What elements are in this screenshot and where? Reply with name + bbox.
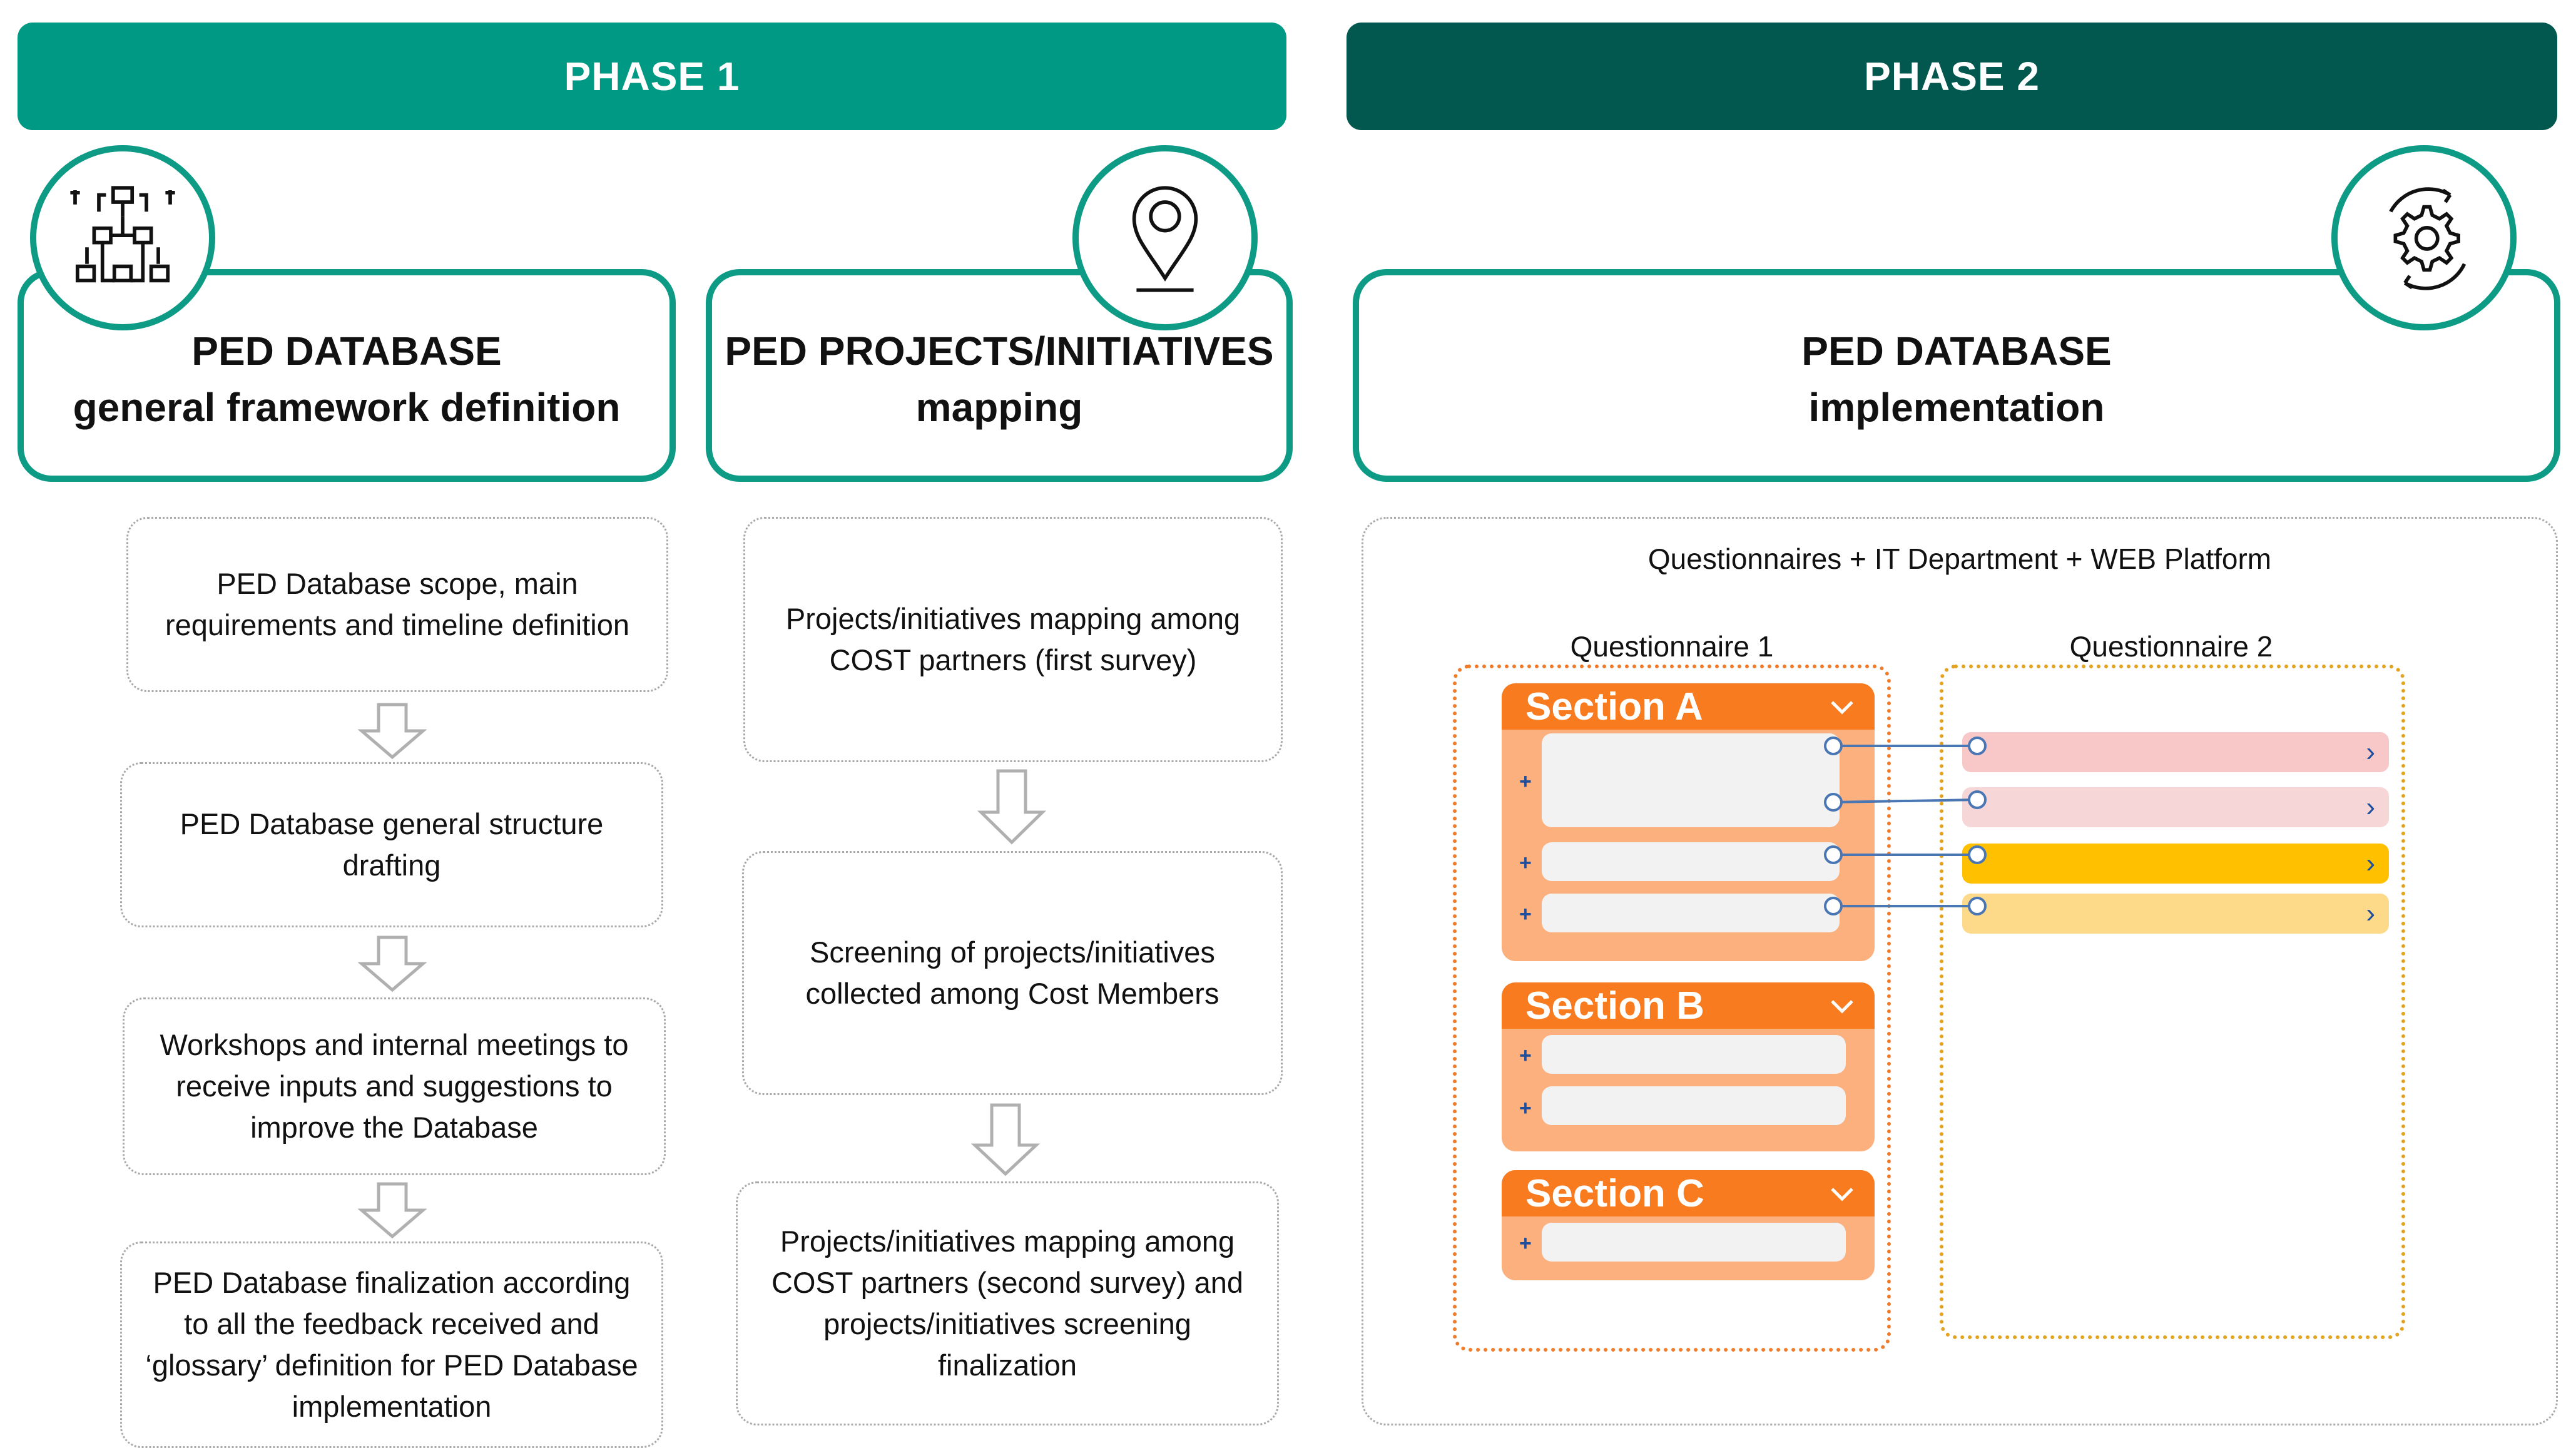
framework-header-line1: PED DATABASE bbox=[191, 329, 502, 374]
q2-bar-2[interactable]: › bbox=[1962, 787, 2389, 827]
gear-refresh-icon bbox=[2331, 145, 2517, 330]
questionnaire-2-label: Questionnaire 2 bbox=[2069, 630, 2273, 663]
mapping-step-3: Projects/initiatives mapping among COST … bbox=[736, 1181, 1279, 1425]
plus-icon[interactable]: + bbox=[1519, 902, 1532, 926]
questionnaire-2-box bbox=[1940, 665, 2405, 1339]
plus-icon[interactable]: + bbox=[1519, 1096, 1532, 1120]
mapping-step-2: Screening of projects/initiatives collec… bbox=[742, 851, 1283, 1095]
location-pin-icon bbox=[1072, 145, 1258, 330]
phase-1-bar: PHASE 1 bbox=[18, 23, 1286, 130]
chevron-down-icon[interactable] bbox=[1828, 994, 1856, 1019]
down-arrow-icon bbox=[977, 769, 1046, 845]
plus-icon[interactable]: + bbox=[1519, 1231, 1532, 1255]
down-arrow-icon bbox=[358, 1182, 427, 1239]
section-a-label: Section A bbox=[1525, 685, 1703, 728]
phase-2-label: PHASE 2 bbox=[1864, 54, 2040, 99]
down-arrow-icon bbox=[971, 1103, 1040, 1176]
section-a-field-3[interactable] bbox=[1542, 842, 1840, 881]
framework-header-line2: general framework definition bbox=[73, 385, 621, 430]
phase-1-label: PHASE 1 bbox=[564, 54, 740, 99]
section-c-label: Section C bbox=[1525, 1171, 1704, 1215]
implementation-header-line1: PED DATABASE bbox=[1801, 329, 2112, 374]
framework-step-3: Workshops and internal meetings to recei… bbox=[123, 997, 666, 1175]
implementation-caption: Questionnaires + IT Department + WEB Pla… bbox=[1647, 543, 2272, 575]
framework-step-1: PED Database scope, main requirements an… bbox=[126, 517, 668, 692]
section-c[interactable]: Section C + bbox=[1502, 1170, 1875, 1280]
section-b[interactable]: Section B + + bbox=[1502, 982, 1875, 1151]
chevron-down-icon[interactable] bbox=[1828, 1181, 1856, 1206]
section-b-label: Section B bbox=[1525, 984, 1704, 1027]
framework-step-4: PED Database finalization according to a… bbox=[120, 1242, 663, 1448]
phase-2-bar: PHASE 2 bbox=[1347, 23, 2557, 130]
implementation-header-line2: implementation bbox=[1808, 385, 2105, 430]
mapping-step-1: Projects/initiatives mapping among COST … bbox=[743, 517, 1283, 762]
down-arrow-icon bbox=[358, 703, 427, 760]
section-a-field-large[interactable] bbox=[1542, 733, 1840, 827]
down-arrow-icon bbox=[358, 936, 427, 992]
framework-step-2: PED Database general structure drafting bbox=[120, 762, 663, 927]
chevron-right-icon[interactable]: › bbox=[2366, 898, 2375, 929]
section-b-field-1[interactable] bbox=[1542, 1035, 1846, 1074]
section-a-field-4[interactable] bbox=[1542, 894, 1840, 932]
questionnaire-1-box bbox=[1453, 665, 1891, 1352]
q2-bar-1[interactable]: › bbox=[1962, 732, 2389, 772]
chevron-right-icon[interactable]: › bbox=[2366, 848, 2375, 879]
section-a-header[interactable]: Section A bbox=[1502, 683, 1875, 730]
section-a[interactable]: Section A + + + bbox=[1502, 683, 1875, 961]
mapping-header-line2: mapping bbox=[915, 385, 1083, 430]
q2-bar-4[interactable]: › bbox=[1962, 894, 2389, 934]
q2-bar-3[interactable]: › bbox=[1962, 844, 2389, 884]
database-structure-icon bbox=[30, 145, 215, 330]
questionnaire-1-label: Questionnaire 1 bbox=[1570, 630, 1774, 663]
section-c-field-1[interactable] bbox=[1542, 1223, 1846, 1262]
plus-icon[interactable]: + bbox=[1519, 1044, 1532, 1068]
plus-icon[interactable]: + bbox=[1519, 770, 1532, 793]
mapping-header-line1: PED PROJECTS/INITIATIVES bbox=[725, 329, 1274, 374]
section-b-field-2[interactable] bbox=[1542, 1086, 1846, 1125]
section-b-header[interactable]: Section B bbox=[1502, 982, 1875, 1029]
implementation-header: PED DATABASE implementation bbox=[1353, 269, 2560, 482]
chevron-down-icon[interactable] bbox=[1828, 695, 1856, 720]
plus-icon[interactable]: + bbox=[1519, 851, 1532, 875]
section-c-header[interactable]: Section C bbox=[1502, 1170, 1875, 1216]
chevron-right-icon[interactable]: › bbox=[2366, 792, 2375, 822]
chevron-right-icon[interactable]: › bbox=[2366, 737, 2375, 767]
